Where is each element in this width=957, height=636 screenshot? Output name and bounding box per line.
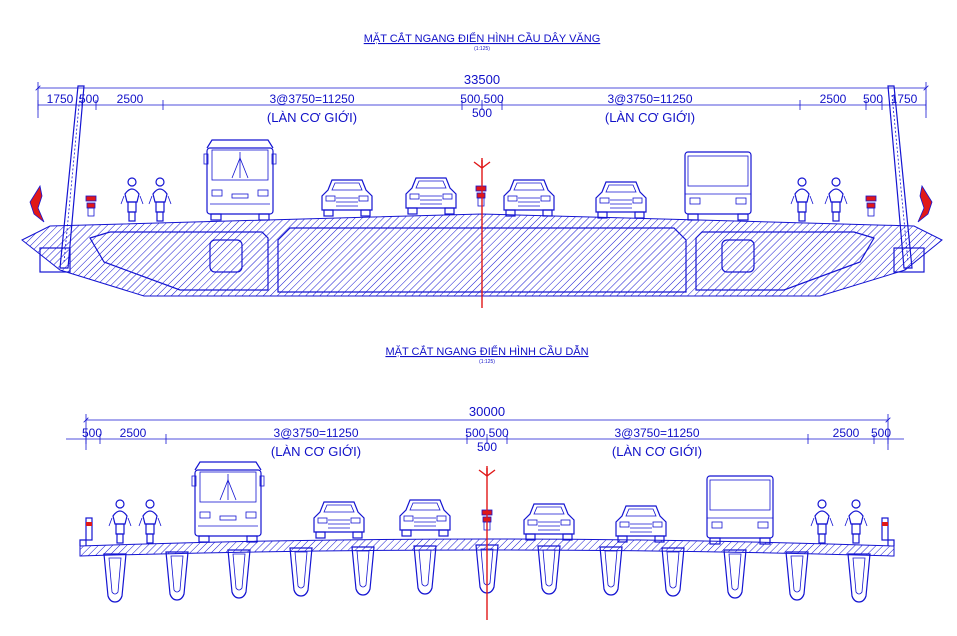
dim-lanes-left-bottom: 3@3750=11250 [273, 426, 358, 440]
lane-label-left-top: (LÀN CƠ GIỚI) [267, 110, 357, 125]
dim-1750-left: 1750 [47, 92, 74, 106]
dim-500-left: 500 [79, 92, 99, 106]
centerline-top [473, 158, 491, 308]
dim-median: 500 500 [460, 92, 504, 106]
motorbike-2-bottom [138, 499, 162, 544]
overall-dimension-bottom: 30000 [86, 404, 888, 450]
dim-500-left-bottom: 500 [82, 426, 102, 440]
car-1-top [321, 179, 373, 217]
dim-2500-left-bottom: 2500 [120, 426, 147, 440]
car-4-top [595, 181, 647, 219]
motorbike-1-bottom [108, 499, 132, 544]
total-width-bottom: 30000 [469, 404, 505, 419]
dim-median-bottom: 500 500 [465, 426, 509, 440]
motorbike-2-top [148, 177, 172, 222]
approach-section: MẶT CẮT NGANG ĐIỂN HÌNH CẦU DẪN (1:125) … [66, 345, 904, 620]
car-2-top [405, 177, 457, 215]
bus-left-bottom [191, 461, 265, 543]
dim-1750-right: 1750 [891, 92, 918, 106]
stay-cables [59, 85, 913, 269]
detail-dimensions-bottom: 500 2500 3@3750=11250 500 500 500 3@3750… [66, 426, 904, 459]
lane-label-right-bottom: (LÀN CƠ GIỚI) [612, 444, 702, 459]
dim-500-right-bottom: 500 [871, 426, 891, 440]
dim-2500-right-bottom: 2500 [833, 426, 860, 440]
end-posts-bottom [85, 517, 889, 541]
motorbike-4-bottom [844, 499, 868, 544]
car-4-bottom [615, 505, 667, 543]
bus-right-bottom [706, 475, 774, 545]
railing-left-top [29, 184, 45, 223]
dim-lanes-right-bottom: 3@3750=11250 [614, 426, 699, 440]
bus-left-top [203, 139, 277, 221]
car-3-top [503, 179, 555, 217]
motorbike-3-bottom [810, 499, 834, 544]
total-width-top: 33500 [464, 72, 500, 87]
approach-scale: (1:125) [479, 359, 495, 365]
lane-label-left-bottom: (LÀN CƠ GIỚI) [271, 444, 361, 459]
cable-stayed-section: MẶT CẮT NGANG ĐIỂN HÌNH CẦU DÂY VĂNG (1:… [21, 32, 943, 308]
barrier-right-top [865, 195, 877, 217]
centerline-bottom [478, 466, 496, 620]
railing-right-top [917, 184, 933, 223]
motorbike-3-top [790, 177, 814, 222]
lane-label-right-top: (LÀN CƠ GIỚI) [605, 110, 695, 125]
barrier-left-top [85, 195, 97, 217]
dim-median-500: 500 [472, 106, 492, 120]
motorbike-1-top [120, 177, 144, 222]
car-3-bottom [523, 503, 575, 541]
dim-2500-right: 2500 [820, 92, 847, 106]
dim-median-500-bottom: 500 [477, 440, 497, 454]
approach-title: MẶT CẮT NGANG ĐIỂN HÌNH CẦU DẪN [385, 345, 588, 358]
dim-2500-left: 2500 [117, 92, 144, 106]
detail-dimensions-top: 1750 500 2500 3@3750=11250 500 500 500 3… [37, 92, 927, 125]
motorbike-4-top [824, 177, 848, 222]
dim-lanes-left: 3@3750=11250 [269, 92, 354, 106]
overall-dimension-top: 33500 [38, 72, 926, 118]
dim-500-right: 500 [863, 92, 883, 106]
bus-right-top [684, 151, 752, 221]
cable-stayed-scale: (1:125) [474, 46, 490, 52]
car-1-bottom [313, 501, 365, 539]
cable-stayed-title: MẶT CẮT NGANG ĐIỂN HÌNH CẦU DÂY VĂNG [364, 32, 601, 45]
dim-lanes-right: 3@3750=11250 [607, 92, 692, 106]
median-barrier-top [475, 185, 487, 207]
car-2-bottom [399, 499, 451, 537]
